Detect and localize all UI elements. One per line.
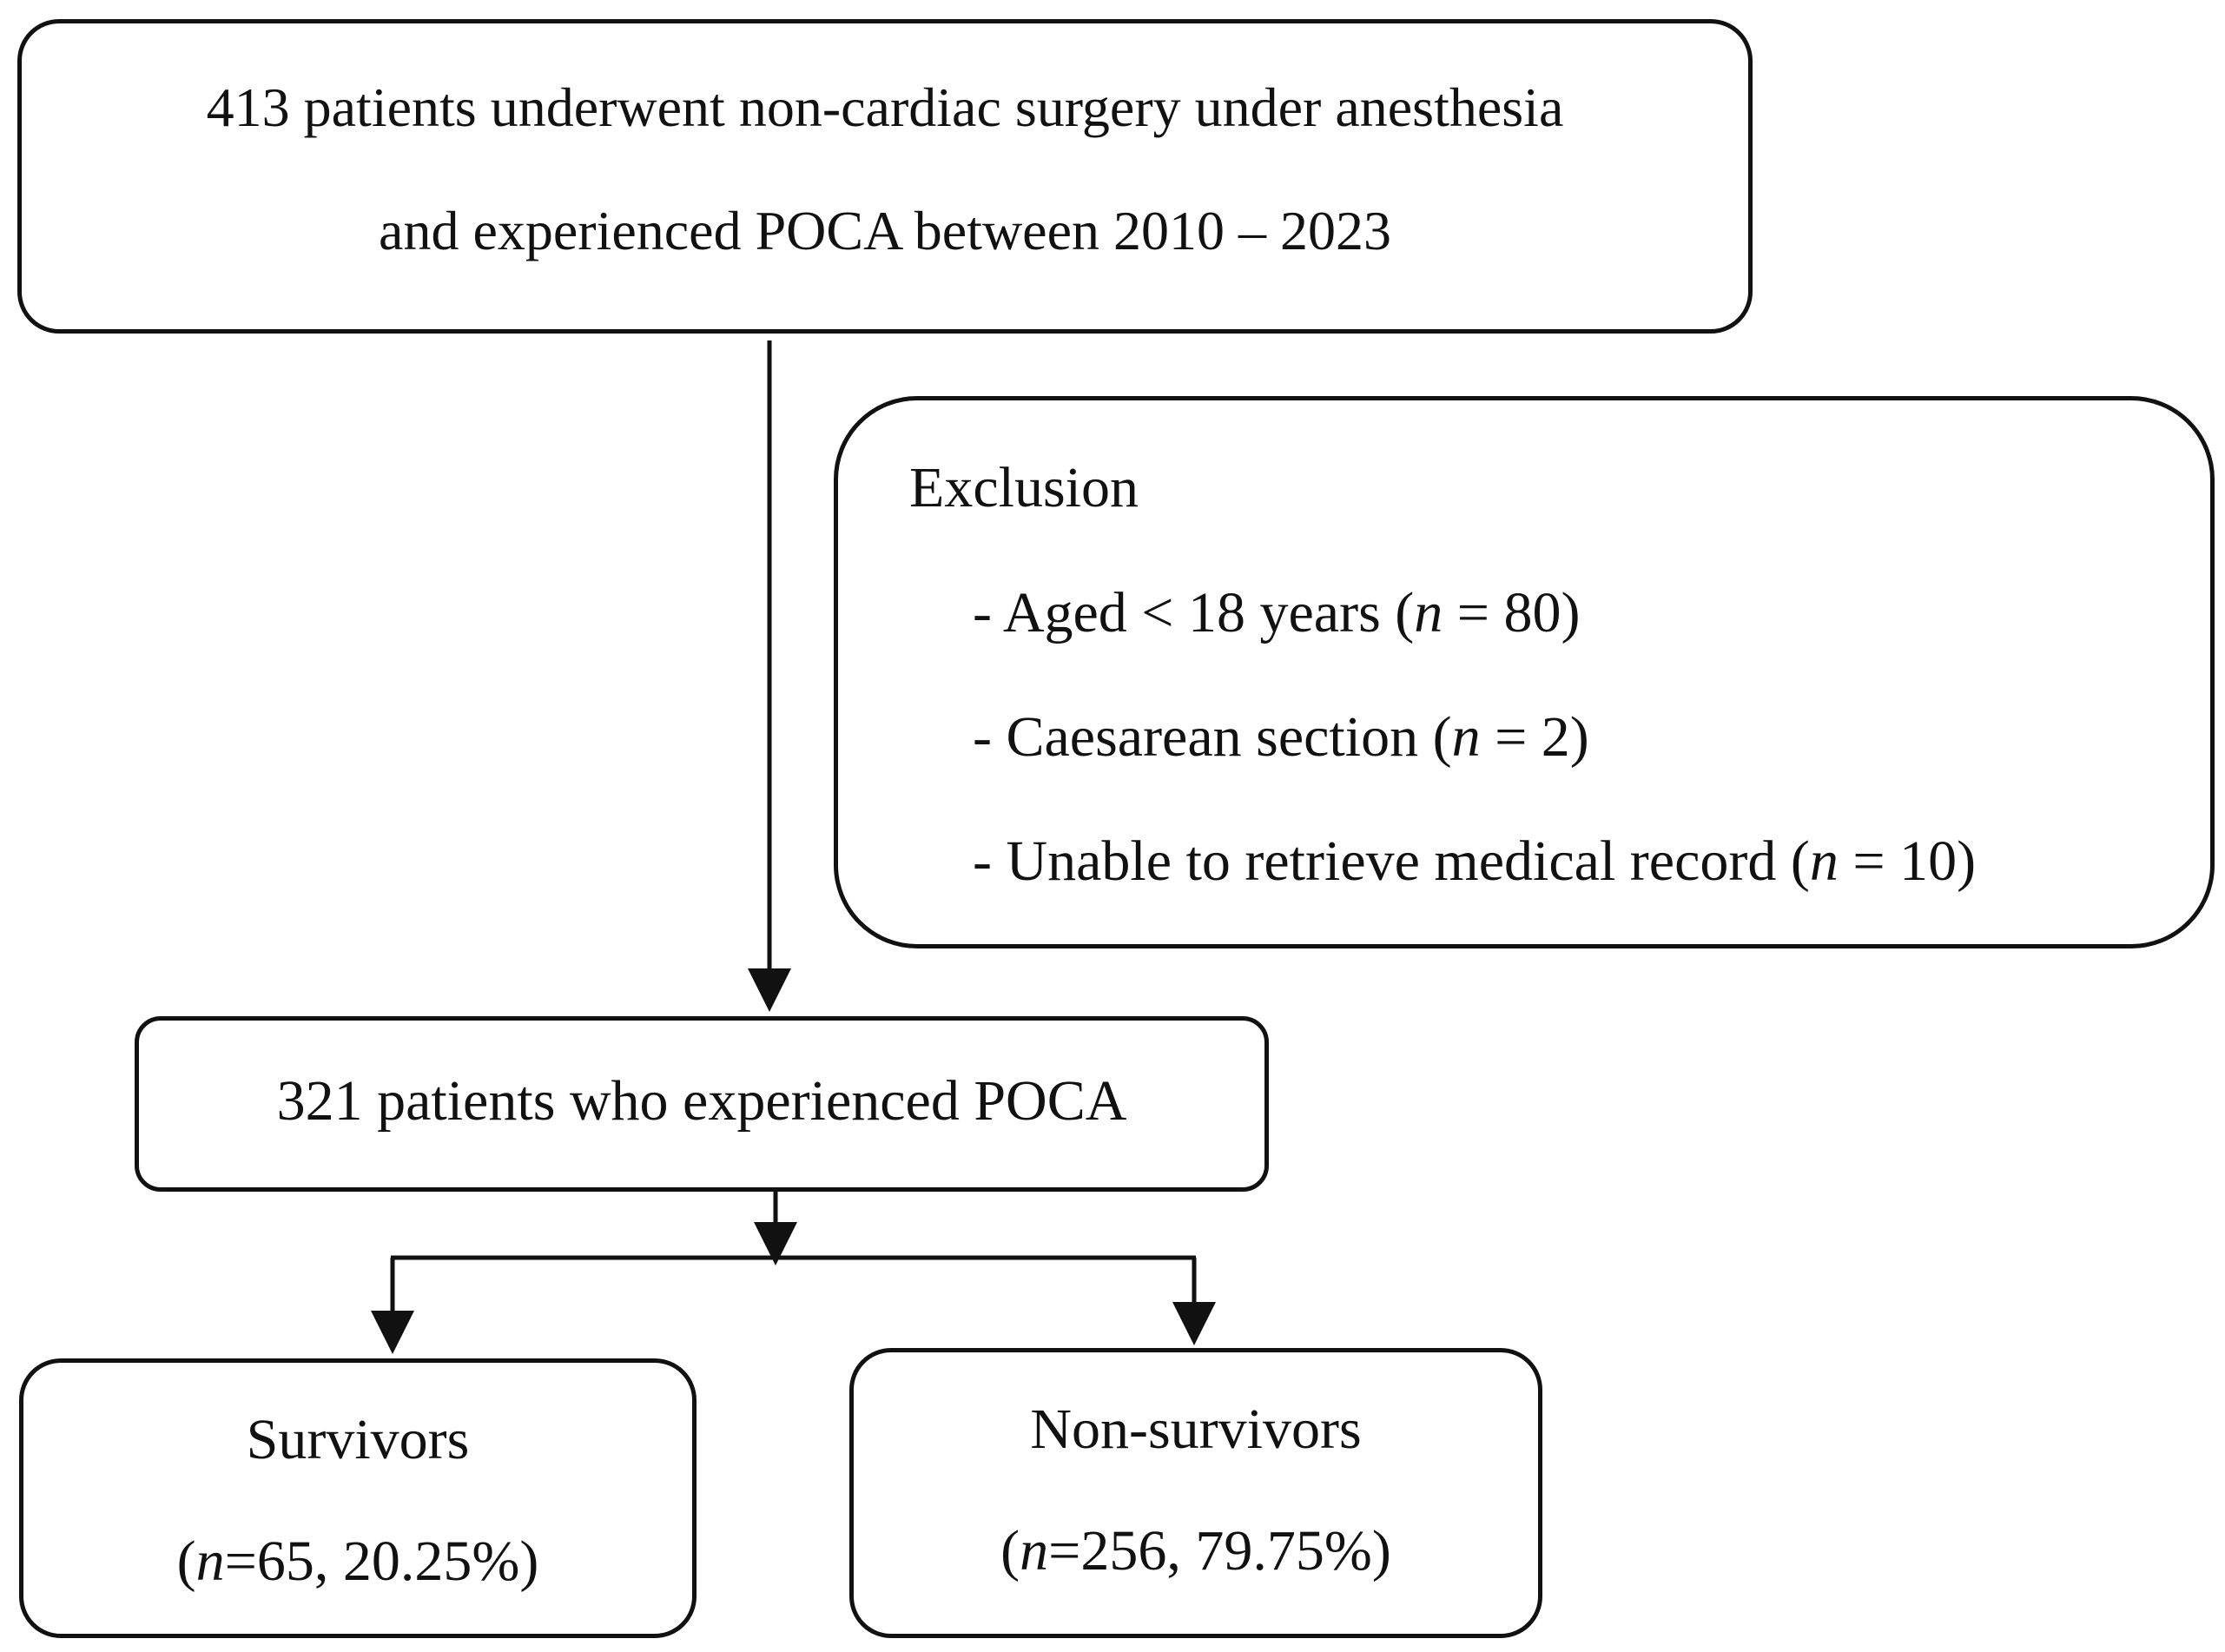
exclusion-item-records: - Unable to retrieve medical record (n =…	[973, 833, 1976, 890]
exclusion-item-caesarean-n: n	[1451, 705, 1481, 769]
survivors-count: =65, 20.25%)	[224, 1530, 539, 1593]
non-survivors-box: Non-survivors (n=256, 79.75%)	[849, 1348, 1542, 1638]
survivors-box: Survivors (n=65, 20.25%)	[19, 1358, 697, 1638]
exclusion-item-caesarean-count: = 2)	[1480, 705, 1589, 769]
survivors-n: n	[195, 1530, 225, 1593]
exclusion-item-records-count: = 10)	[1838, 829, 1977, 893]
survivors-open-paren: (	[176, 1530, 196, 1593]
non-survivors-title: Non-survivors	[1030, 1398, 1362, 1461]
initial-population-box: 413 patients underwent non-cardiac surge…	[17, 19, 1753, 334]
non-survivors-n: n	[1020, 1519, 1049, 1583]
cohort-label: 321 patients who experienced POCA	[276, 1069, 1127, 1133]
exclusion-item-age-count: = 80)	[1443, 581, 1581, 644]
exclusion-item-caesarean-text: - Caesarean section (	[973, 705, 1452, 769]
exclusion-title: Exclusion	[909, 456, 1139, 519]
survivors-title: Survivors	[246, 1408, 470, 1471]
initial-population-line-2: and experienced POCA between 2010 – 2023	[379, 200, 1391, 261]
cohort-box: 321 patients who experienced POCA	[135, 1016, 1269, 1192]
exclusion-item-records-text: - Unable to retrieve medical record (	[973, 829, 1810, 893]
exclusion-item-age: - Aged < 18 years (n = 80)	[973, 585, 1580, 642]
non-survivors-count: =256, 79.75%)	[1048, 1519, 1391, 1583]
non-survivors-open-paren: (	[1000, 1519, 1020, 1583]
non-survivors-stats: (n=256, 79.75%)	[854, 1523, 1538, 1580]
exclusion-box: Exclusion - Aged < 18 years (n = 80) - C…	[834, 396, 2215, 948]
exclusion-item-age-n: n	[1414, 581, 1443, 644]
initial-population-line-1: 413 patients underwent non-cardiac surge…	[206, 76, 1564, 138]
survivors-stats: (n=65, 20.25%)	[23, 1533, 692, 1590]
exclusion-item-caesarean: - Caesarean section (n = 2)	[973, 709, 1589, 766]
exclusion-item-records-n: n	[1809, 829, 1839, 893]
exclusion-item-age-text: - Aged < 18 years (	[973, 581, 1415, 644]
